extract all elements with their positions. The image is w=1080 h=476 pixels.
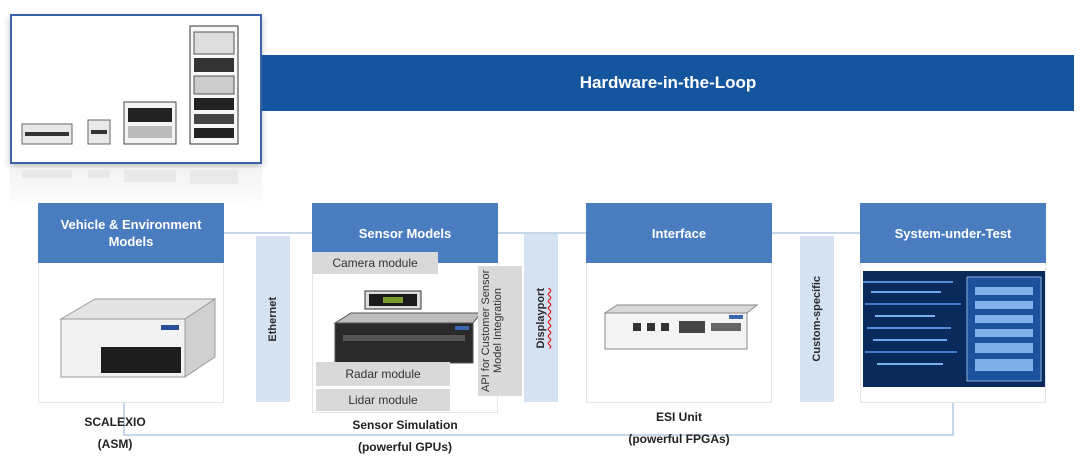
esi-unit-image [603, 304, 759, 350]
vehicle-models-header: Vehicle & Environment Models [38, 203, 224, 263]
connector-line [123, 434, 954, 436]
esi-caption-line1: ESI Unit [655, 410, 702, 424]
connector-line [123, 403, 125, 435]
sensor-models-card [312, 263, 498, 413]
ethernet-label: Ethernet [267, 296, 279, 342]
scalexio-caption-line2: (ASM) [97, 437, 133, 451]
system-under-test-header: System-under-Test [860, 203, 1046, 263]
connector-line [772, 232, 860, 234]
connector-line [224, 232, 312, 234]
scalexio-caption-line1: SCALEXIO [84, 415, 146, 429]
hardware-reflection [10, 168, 262, 208]
connector-line [952, 403, 954, 436]
sensor-simulation-caption: Sensor Simulation (powerful GPUs) [330, 414, 480, 458]
api-integration-box: API for Customer Sensor Model Integratio… [478, 266, 522, 396]
sensor-caption-line2: (powerful GPUs) [357, 440, 452, 454]
ethernet-link: Ethernet [256, 236, 290, 402]
esi-unit-caption: ESI Unit (powerful FPGAs) [604, 406, 754, 450]
lidar-module-label: Lidar module [316, 389, 450, 411]
scalexio-device-image [59, 298, 217, 378]
hil-banner: Hardware-in-the-Loop [262, 55, 1074, 111]
api-label: API for Customer Sensor Model Integratio… [480, 269, 504, 393]
camera-module-label: Camera module [312, 252, 438, 274]
sensor-caption-line1: Sensor Simulation [352, 418, 458, 432]
system-under-test-card [860, 263, 1046, 403]
radar-module-label: Radar module [316, 362, 450, 386]
scalexio-caption: SCALEXIO (ASM) [60, 411, 170, 455]
esi-caption-line2: (powerful FPGAs) [628, 432, 730, 446]
vehicle-models-card [38, 263, 224, 403]
connector-line [498, 232, 586, 234]
displayport-link: Displayport [524, 234, 558, 402]
interface-header: Interface [586, 203, 772, 263]
custom-specific-link: Custom-specific [800, 236, 834, 402]
ecu-code-image [863, 271, 1045, 387]
custom-specific-label: Custom-specific [811, 276, 823, 362]
interface-card [586, 263, 772, 403]
displayport-label: Displayport [535, 287, 547, 349]
hardware-lineup-image [10, 14, 262, 164]
